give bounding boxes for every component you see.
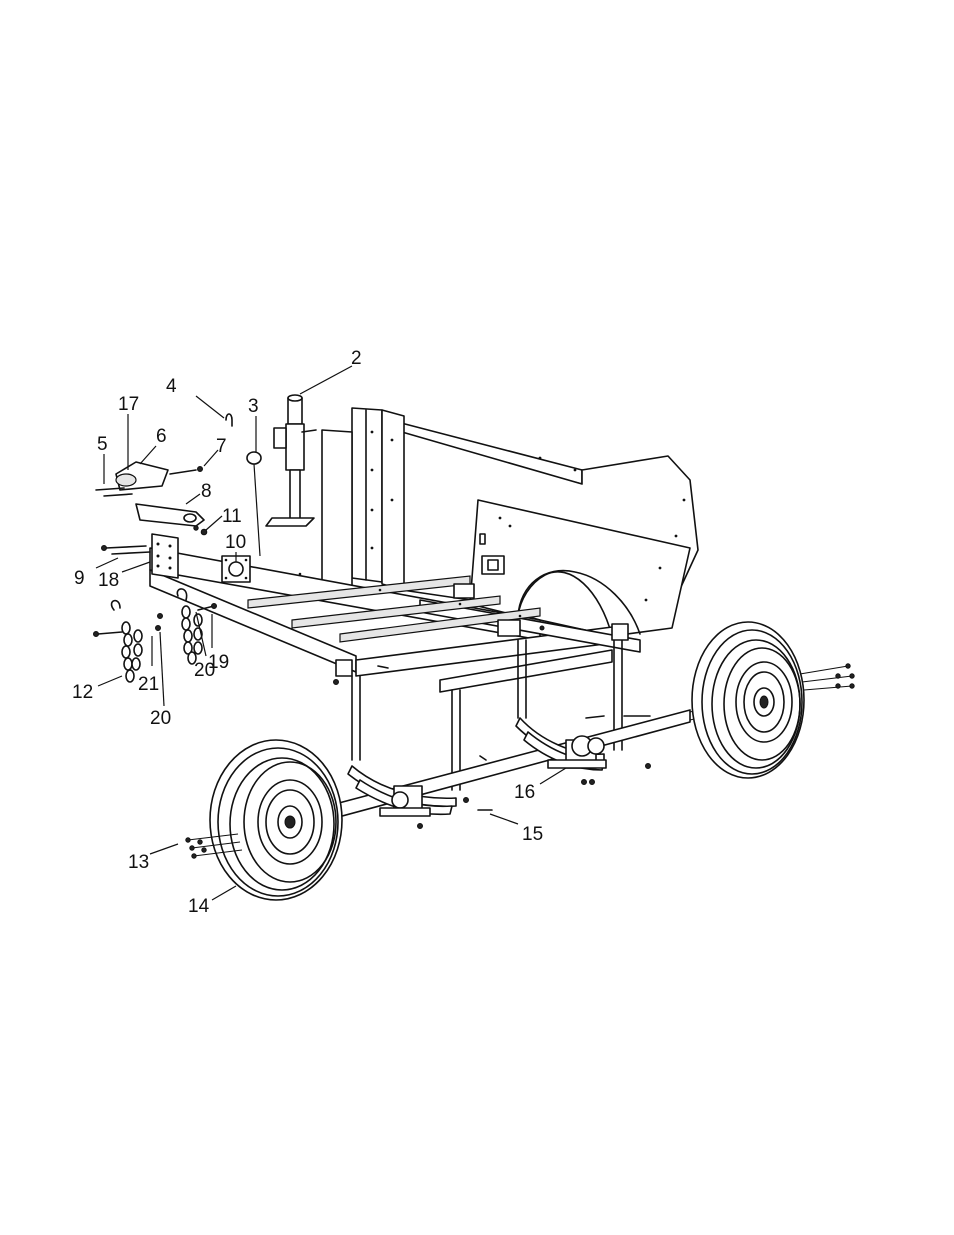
callout-13: 13	[128, 852, 149, 873]
callout-5: 5	[97, 434, 108, 455]
callout-2: 2	[351, 348, 362, 369]
callout-3: 3	[248, 396, 259, 417]
callout-4: 4	[166, 376, 177, 397]
callout-20b: 20	[150, 708, 171, 729]
lug-bolts-right	[800, 664, 854, 690]
callout-21: 21	[138, 674, 159, 695]
callout-6: 6	[156, 426, 167, 447]
right-wheel-tire	[692, 622, 804, 778]
callout-7: 7	[216, 436, 227, 457]
callout-15: 15	[522, 824, 543, 845]
callout-14: 14	[188, 896, 210, 917]
callout-18: 18	[98, 570, 119, 591]
left-wheel-tire	[210, 740, 342, 900]
callout-12: 12	[72, 682, 93, 703]
callout-16: 16	[514, 782, 535, 803]
safety-chain-left	[94, 601, 143, 682]
callout-20a: 20	[194, 660, 215, 681]
callout-11: 11	[222, 506, 242, 527]
callout-8: 8	[201, 481, 212, 502]
callout-9: 9	[74, 568, 85, 589]
callout-10: 10	[225, 532, 246, 553]
tongue-jack	[266, 395, 316, 526]
callout-17: 17	[118, 394, 139, 415]
